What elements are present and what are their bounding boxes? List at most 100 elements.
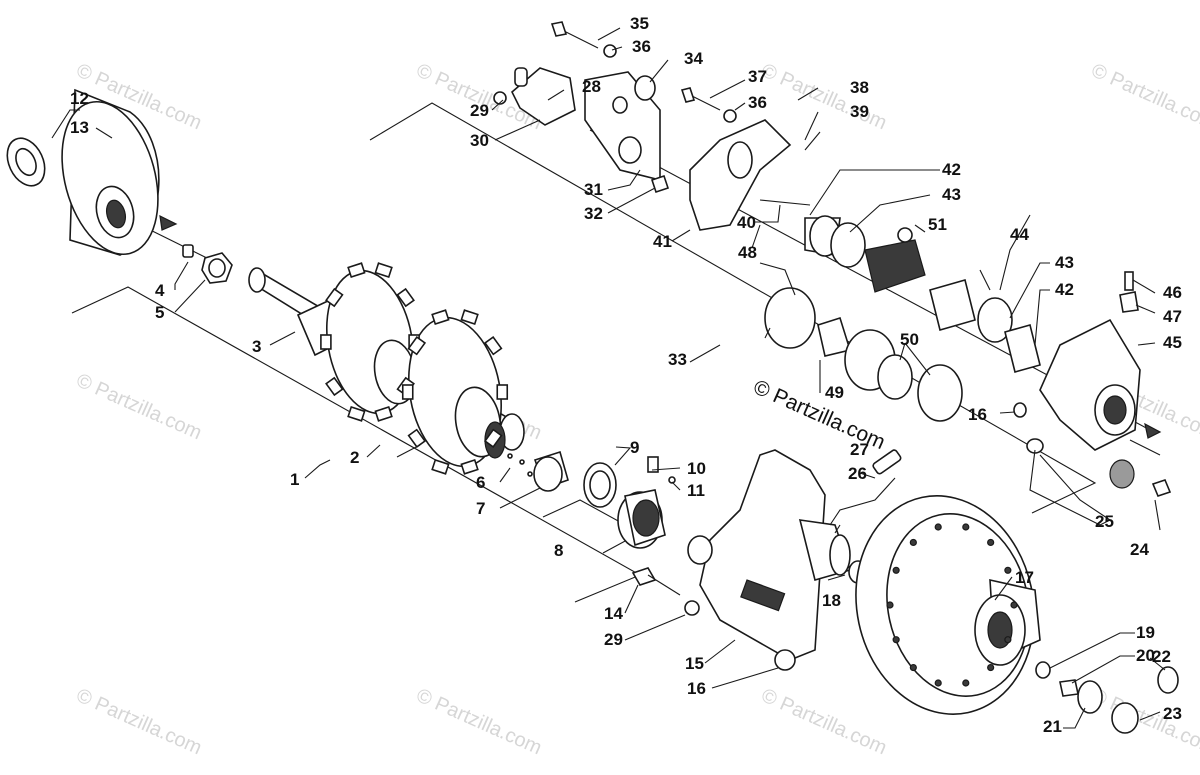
callout-42: 42 [942,160,961,179]
sprocket-tooth [431,458,450,475]
callout-7: 7 [476,499,485,518]
callout-numbers: 1234567891011121314151617181920212223242… [70,14,1182,736]
watermark-text: © Partzilla.com [1088,59,1200,134]
callout-10: 10 [687,459,706,478]
callout-6: 6 [476,473,485,492]
callout-24: 24 [1130,540,1149,559]
disc-hole [934,523,942,531]
callout-29: 29 [604,630,623,649]
sprocket-teeth [320,262,509,475]
sprocket-tooth [460,458,479,475]
callout-29: 29 [470,101,489,120]
drive-sprocket-disc [6,88,178,256]
sprocket-tooth [431,309,450,326]
callout-36: 36 [748,93,767,112]
disc-hole [962,523,970,531]
disc-hole [886,601,894,609]
callout-42: 42 [1055,280,1074,299]
callout-48: 48 [738,243,757,262]
callout-9: 9 [630,438,639,457]
bearing-and-ball [507,450,569,492]
watermark-text: © Partzilla.com [1088,684,1200,759]
callout-33: 33 [668,350,687,369]
watermark-text: © Partzilla.com [758,684,890,759]
sprocket-tooth [396,287,415,308]
callout-16: 16 [968,405,987,424]
callout-1: 1 [290,470,299,489]
sprocket-tooth [407,428,427,449]
callout-32: 32 [584,204,603,223]
disc-hole [909,538,917,547]
callout-38: 38 [850,78,869,97]
sprocket-tooth [347,262,366,279]
disc-holes [886,523,1018,687]
sprocket-tooth [407,335,427,356]
callout-19: 19 [1136,623,1155,642]
callout-28: 28 [582,77,601,96]
callout-51: 51 [928,215,947,234]
disc-hole [1010,601,1018,609]
callout-14: 14 [604,604,623,623]
watermark-text: © Partzilla.com [758,59,890,134]
disc-hole [892,636,900,644]
callout-23: 23 [1163,704,1182,723]
leader-lines [51,27,1166,729]
callout-41: 41 [653,232,672,251]
disc-hole [1004,566,1012,574]
callout-31: 31 [584,180,603,199]
sprocket-tooth [374,405,393,422]
callout-11: 11 [687,481,705,500]
disc-hole [934,679,942,687]
callout-27: 27 [850,440,869,459]
callout-18: 18 [822,591,841,610]
callout-36: 36 [632,37,651,56]
callout-22: 22 [1152,647,1171,666]
callout-49: 49 [825,383,844,402]
fastener-stack [1035,661,1179,734]
callout-2: 2 [350,448,359,467]
sprocket-tooth [325,376,344,397]
callout-40: 40 [737,213,756,232]
callout-5: 5 [155,303,164,322]
callout-25: 25 [1095,512,1114,531]
callout-17: 17 [1015,568,1034,587]
set-screw-and-nut [182,244,233,284]
sprocket-tooth [496,384,509,400]
disc-hole [987,538,995,547]
track-sprockets [320,262,509,475]
disc-hole [962,679,970,687]
callout-39: 39 [850,102,869,121]
watermark-text: © Partzilla.com [413,684,545,759]
disc-hole [987,663,995,672]
callout-21: 21 [1043,717,1062,736]
disc-hole [909,663,917,672]
callout-13: 13 [70,118,89,137]
watermark-text: © Partzilla.com [73,684,205,759]
sprocket-tooth [401,384,414,400]
callout-4: 4 [155,281,165,300]
sprocket-tooth [325,287,344,308]
disc-hole [1004,636,1012,644]
sprocket-tooth [460,309,479,326]
callout-43: 43 [1055,253,1074,272]
sprocket-tooth [320,334,332,350]
callout-47: 47 [1163,307,1182,326]
callout-35: 35 [630,14,649,33]
sprocket-tooth [347,405,366,422]
callout-30: 30 [470,131,489,150]
disc-hole [892,566,900,574]
mounting-bolt [631,567,700,616]
callout-43: 43 [942,185,961,204]
callout-44: 44 [1010,225,1029,244]
group-brackets [71,102,1097,603]
callout-26: 26 [848,464,867,483]
sprocket-tooth [483,428,503,449]
callout-16: 16 [687,679,706,698]
sprocket-tooth [483,335,503,356]
sprocket-tooth [374,262,393,279]
callout-45: 45 [1163,333,1182,352]
callout-8: 8 [554,541,563,560]
watermark-text: © Partzilla.com [73,369,205,444]
callout-34: 34 [684,49,703,68]
